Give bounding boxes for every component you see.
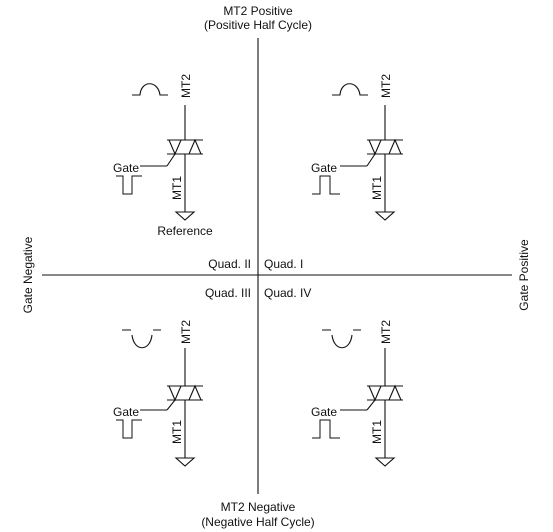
mt2-positive-label: MT2 Positive — [223, 4, 293, 18]
mt1-terminal-label: MT1 — [170, 176, 184, 200]
quadrant-1-label: Quad. I — [264, 257, 303, 271]
negative-gate-pulse-waveform — [116, 419, 142, 439]
triac-symbol — [366, 348, 403, 458]
reference-label: Reference — [157, 224, 213, 238]
triac-circuit-quadrant-2: MT2 MT1 Gate — [113, 74, 203, 221]
ground-symbol — [374, 457, 396, 467]
negative-half-cycle-waveform — [322, 329, 361, 349]
gate-terminal-label: Gate — [113, 161, 139, 175]
quadrant-3-label: Quad. III — [205, 286, 251, 300]
mt1-terminal-label: MT1 — [370, 176, 384, 200]
gate-terminal-label: Gate — [113, 405, 139, 419]
mt1-terminal-label: MT1 — [170, 420, 184, 444]
gate-terminal-label: Gate — [311, 161, 337, 175]
positive-gate-pulse-waveform — [312, 419, 340, 439]
triac-symbol — [166, 105, 203, 212]
triac-symbol — [166, 348, 203, 458]
gate-positive-label: Gate Positive — [517, 239, 531, 311]
gate-negative-label: Gate Negative — [21, 236, 35, 313]
mt2-terminal-label: MT2 — [379, 74, 393, 98]
gate-terminal-label: Gate — [311, 405, 337, 419]
negative-gate-pulse-waveform — [116, 175, 142, 195]
mt2-terminal-label: MT2 — [179, 320, 193, 344]
mt2-negative-label: MT2 Negative — [221, 500, 296, 514]
negative-half-cycle-label: (Negative Half Cycle) — [201, 515, 314, 529]
triac-circuit-quadrant-3: MT2 MT1 Gate — [113, 320, 203, 467]
ground-symbol — [174, 211, 196, 221]
ground-symbol — [374, 211, 396, 221]
quadrant-2-label: Quad. II — [208, 257, 251, 271]
negative-half-cycle-waveform — [122, 329, 161, 349]
quadrant-4-label: Quad. IV — [264, 286, 311, 300]
positive-gate-pulse-waveform — [312, 175, 340, 195]
positive-half-cycle-label: (Positive Half Cycle) — [204, 18, 312, 32]
positive-half-cycle-waveform — [132, 83, 168, 96]
ground-symbol — [174, 457, 196, 467]
positive-half-cycle-waveform — [332, 83, 368, 96]
triac-symbol — [366, 105, 403, 212]
triac-circuit-quadrant-4: MT2 MT1 Gate — [311, 320, 403, 467]
mt2-terminal-label: MT2 — [379, 320, 393, 344]
triac-circuit-quadrant-1: MT2 MT1 Gate — [311, 74, 403, 221]
mt2-terminal-label: MT2 — [179, 74, 193, 98]
mt1-terminal-label: MT1 — [370, 420, 384, 444]
